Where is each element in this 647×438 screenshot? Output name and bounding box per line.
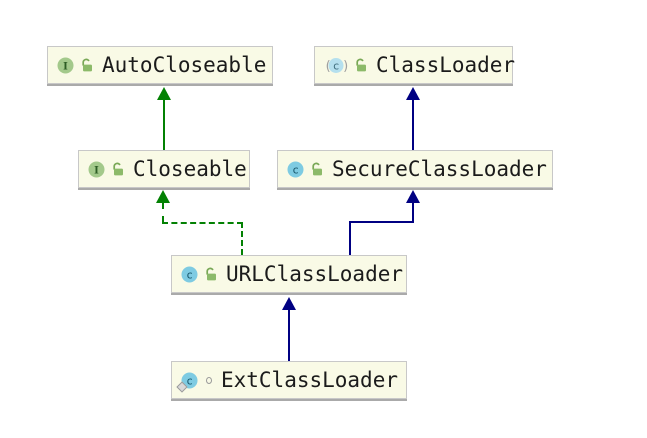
edge-urlclassloader-implements-closeable [162,222,243,224]
node-classloader[interactable]: (c) ClassLoader [314,46,516,84]
node-urlclassloader[interactable]: c URLClassLoader [171,255,407,293]
class-icon: c [287,161,304,178]
svg-text:c: c [333,59,340,72]
class-icon: c [181,266,198,283]
svg-text:c: c [186,374,193,387]
interface-icon: I [88,161,105,178]
node-label: AutoCloseable [102,53,267,77]
node-label: Closeable [133,157,247,181]
svg-text:c: c [186,268,193,281]
node-label: SecureClassLoader [332,157,547,181]
inheritance-arrowhead-icon [282,297,296,310]
svg-text:I: I [94,165,99,176]
static-class-icon: c [176,372,198,393]
implements-arrowhead-icon [156,190,170,203]
svg-text:(: ( [324,59,332,74]
node-autocloseable[interactable]: I AutoCloseable [47,46,273,84]
inheritance-arrowhead-icon [157,87,171,100]
edge-extclassloader-extends-urlclassloader [288,309,290,361]
edge-urlclassloader-extends-secureclassloader [349,222,351,255]
edge-urlclassloader-implements-closeable [162,203,164,222]
node-label: ExtClassLoader [220,368,398,392]
edge-closeable-extends-autocloseable [163,98,165,150]
inheritance-arrowhead-icon [406,190,420,203]
inheritance-arrowhead-icon [406,87,420,100]
edge-urlclassloader-extends-secureclassloader [349,221,414,223]
svg-text:I: I [63,61,68,72]
abstract-class-icon: (c) [324,57,348,74]
node-closeable[interactable]: I Closeable [78,150,250,188]
edge-urlclassloader-implements-closeable [241,222,243,255]
svg-text:c: c [292,163,299,176]
node-extclassloader[interactable]: c ExtClassLoader [171,361,407,399]
node-secureclassloader[interactable]: c SecureClassLoader [277,150,553,188]
svg-text:): ) [342,59,348,74]
public-lock-icon [310,162,323,176]
public-lock-icon [80,58,93,72]
package-private-icon [206,376,212,384]
interface-icon: I [57,57,74,74]
public-lock-icon [204,267,217,281]
edge-urlclassloader-extends-secureclassloader [412,203,414,222]
edge-secureclassloader-extends-classloader [412,98,414,150]
public-lock-icon [354,58,367,72]
node-label: URLClassLoader [226,262,404,286]
public-lock-icon [111,162,124,176]
node-label: ClassLoader [376,53,516,77]
